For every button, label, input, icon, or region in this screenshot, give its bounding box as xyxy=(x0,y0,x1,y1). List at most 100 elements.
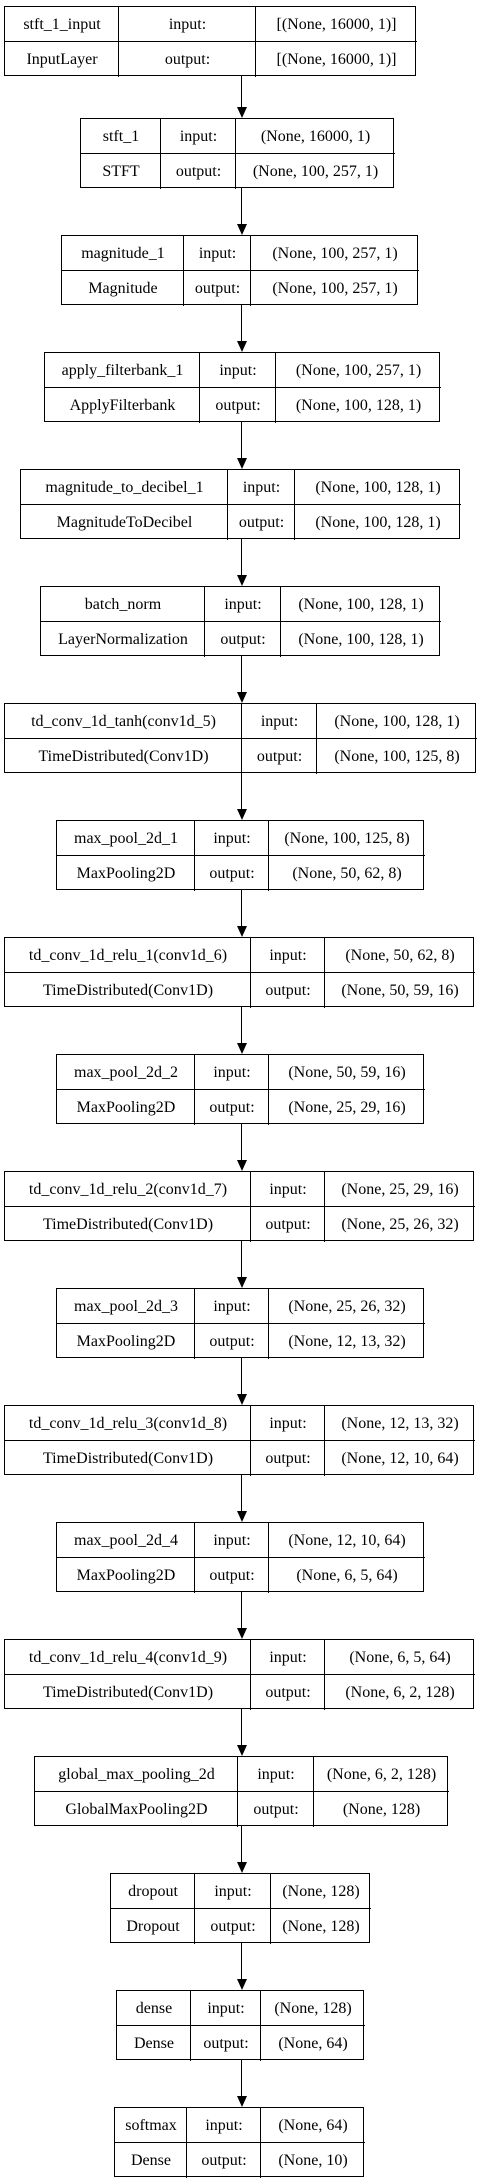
layer-class: LayerNormalization xyxy=(58,630,188,648)
column-divider xyxy=(324,1640,325,1710)
row-divider xyxy=(5,1440,475,1441)
arrow-shaft xyxy=(241,539,242,575)
arrow-shaft xyxy=(241,1475,242,1511)
input-label: input: xyxy=(207,1999,245,2017)
arrow-head-icon xyxy=(237,341,247,352)
arrow-shaft xyxy=(241,188,242,224)
column-divider xyxy=(190,1991,191,2061)
input-shape: (None, 50, 59, 16) xyxy=(288,1063,406,1081)
arrow-head-icon xyxy=(237,224,247,235)
output-shape: (None, 50, 62, 8) xyxy=(292,864,402,882)
arrow-head-icon xyxy=(237,107,247,118)
input-label: input: xyxy=(219,361,257,379)
layer-name: batch_norm xyxy=(84,595,162,613)
column-divider xyxy=(268,1523,269,1593)
layer-class: TimeDistributed(Conv1D) xyxy=(38,747,209,765)
layer-name: max_pool_2d_3 xyxy=(74,1297,178,1315)
column-divider xyxy=(237,1757,238,1827)
arrow-shaft xyxy=(241,773,242,809)
layer-class: MagnitudeToDecibel xyxy=(56,513,193,531)
arrow-head-icon xyxy=(237,1043,247,1054)
row-divider xyxy=(57,855,425,856)
arrow-shaft xyxy=(241,76,242,107)
arrow-shaft xyxy=(241,1943,242,1979)
column-divider xyxy=(160,119,161,189)
arrow-shaft xyxy=(241,1358,242,1394)
row-divider xyxy=(57,1557,425,1558)
input-label: input: xyxy=(269,1648,307,1666)
arrow-head-icon xyxy=(237,926,247,937)
row-divider xyxy=(5,1674,475,1675)
input-label: input: xyxy=(213,1297,251,1315)
column-divider xyxy=(324,1172,325,1242)
column-divider xyxy=(250,1172,251,1242)
layer-name: td_conv_1d_relu_1(conv1d_6) xyxy=(28,946,228,964)
layer-name: td_conv_1d_tanh(conv1d_5) xyxy=(31,712,216,730)
output-shape: [(None, 16000, 1)] xyxy=(276,50,397,68)
arrow-head-icon xyxy=(237,1394,247,1405)
input-shape: (None, 128) xyxy=(282,1882,360,1900)
input-label: input: xyxy=(214,1882,252,1900)
layer-node: td_conv_1d_relu_4(conv1d_9)TimeDistribut… xyxy=(4,1639,475,1710)
layer-class: GlobalMaxPooling2D xyxy=(65,1800,208,1818)
row-divider xyxy=(117,2025,365,2026)
output-label: output: xyxy=(253,1800,299,1818)
column-divider xyxy=(194,1055,195,1125)
column-divider xyxy=(324,1406,325,1476)
input-shape: (None, 100, 257, 1) xyxy=(272,244,398,262)
row-divider xyxy=(5,1206,475,1207)
input-label: input: xyxy=(198,244,237,262)
arrow-head-icon xyxy=(237,809,247,820)
layer-class: InputLayer xyxy=(26,50,98,68)
output-shape: (None, 100, 125, 8) xyxy=(334,747,460,765)
input-label: input: xyxy=(213,829,251,847)
input-shape: (None, 100, 128, 1) xyxy=(298,595,424,613)
column-divider xyxy=(280,587,281,657)
layer-name: magnitude_to_decibel_1 xyxy=(45,478,204,496)
row-divider xyxy=(57,1089,425,1090)
output-shape: (None, 6, 5, 64) xyxy=(296,1566,398,1584)
output-label: output: xyxy=(210,1917,256,1935)
output-label: output: xyxy=(265,981,311,999)
output-shape: (None, 10) xyxy=(278,2151,348,2169)
layer-name: max_pool_2d_2 xyxy=(74,1063,178,1081)
layer-name: stft_1 xyxy=(102,127,140,145)
arrow-shaft xyxy=(241,1826,242,1862)
output-shape: (None, 100, 128, 1) xyxy=(315,513,441,531)
output-label: output: xyxy=(203,2034,249,2052)
input-shape: (None, 6, 2, 128) xyxy=(326,1765,437,1783)
input-label: input: xyxy=(213,1063,251,1081)
input-shape: (None, 128) xyxy=(274,1999,352,2017)
arrow-head-icon xyxy=(237,1628,247,1639)
column-divider xyxy=(194,1289,195,1359)
layer-class: TimeDistributed(Conv1D) xyxy=(42,1683,214,1701)
layer-name: apply_filterbank_1 xyxy=(61,361,184,379)
layer-class: MaxPooling2D xyxy=(76,864,176,882)
layer-name: dense xyxy=(135,1999,173,2017)
row-divider xyxy=(35,1791,449,1792)
output-label: output: xyxy=(164,50,211,68)
column-divider xyxy=(255,7,256,77)
output-shape: (None, 64) xyxy=(278,2034,348,2052)
arrow-shaft xyxy=(241,1709,242,1745)
arrow-head-icon xyxy=(237,575,247,586)
input-label: input: xyxy=(168,15,207,33)
layer-class: TimeDistributed(Conv1D) xyxy=(42,1449,214,1467)
row-divider xyxy=(45,387,441,388)
arrow-shaft xyxy=(241,2060,242,2096)
column-divider xyxy=(194,821,195,891)
output-shape: (None, 128) xyxy=(282,1917,360,1935)
column-divider xyxy=(183,236,184,306)
column-divider xyxy=(241,704,242,774)
column-divider xyxy=(250,1406,251,1476)
column-divider xyxy=(316,704,317,774)
layer-name: max_pool_2d_4 xyxy=(74,1531,178,1549)
layer-class: TimeDistributed(Conv1D) xyxy=(42,981,214,999)
